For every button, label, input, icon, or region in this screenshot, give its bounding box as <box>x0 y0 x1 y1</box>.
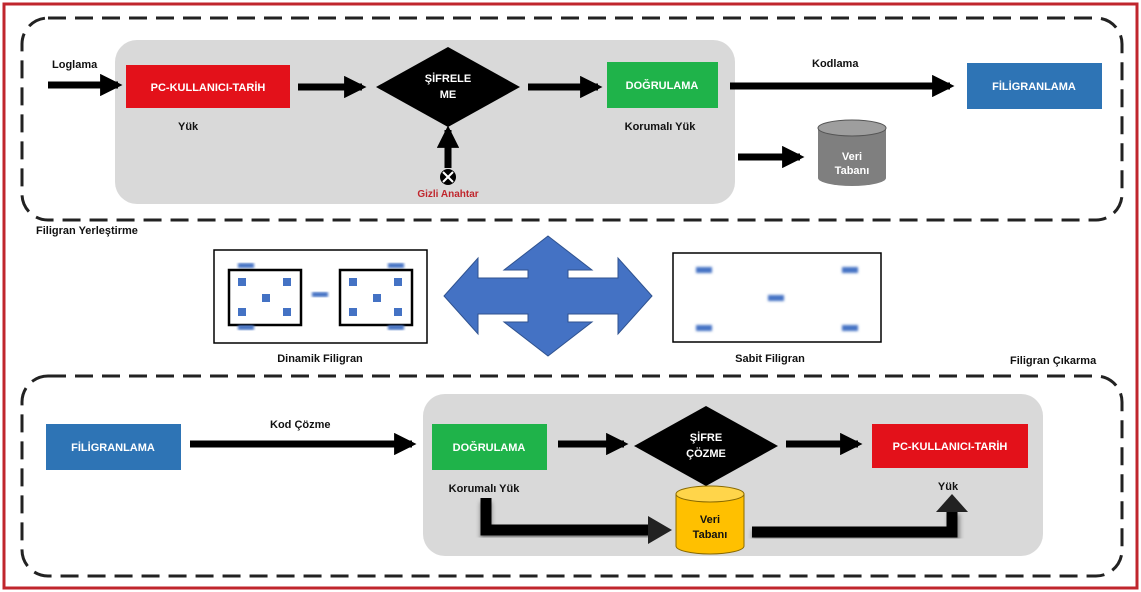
static-marks <box>696 267 858 331</box>
protected-caption: Korumalı Yük <box>625 121 697 133</box>
db-yellow-label-1: Veri <box>700 514 720 526</box>
arrow-verify-to-db <box>480 498 672 544</box>
payload-caption: Yük <box>178 121 199 133</box>
extract-dashed-region <box>20 374 1124 578</box>
verify-box <box>607 62 718 108</box>
bidirectional-cross-arrow <box>443 235 653 357</box>
database-gray-icon <box>817 119 887 186</box>
extract-section-label: Filigran Çıkarma <box>1010 355 1097 367</box>
encrypt-label-1: ŞİFRELE <box>425 72 471 85</box>
dynamic-marks <box>238 263 404 330</box>
database-yellow-icon <box>675 485 745 555</box>
watermarking-box <box>967 63 1102 109</box>
decode-label: Kod Çözme <box>270 419 331 431</box>
dynamic-watermark-label: Dinamik Filigran <box>277 353 363 365</box>
extract-watermarking-box <box>46 424 181 470</box>
extract-protected-caption: Korumalı Yük <box>449 483 521 495</box>
extract-payload-label: PC-KULLANICI-TARİH <box>893 440 1008 453</box>
extract-payload-caption: Yük <box>938 481 959 493</box>
decrypt-diamond <box>634 406 778 486</box>
loglama-label: Loglama <box>52 59 98 71</box>
payload-box-label: PC-KULLANICI-TARİH <box>151 81 266 94</box>
verify-box-label: DOĞRULAMA <box>626 79 699 92</box>
decrypt-label-2: ÇÖZME <box>686 447 726 460</box>
key-label: Gizli Anahtar <box>417 189 478 200</box>
db-gray-label-1: Veri <box>842 151 862 163</box>
arrow-db-to-payload <box>752 494 968 542</box>
extract-payload-box <box>872 424 1028 468</box>
decrypt-label-1: ŞİFRE <box>690 431 722 444</box>
payload-box <box>126 65 290 108</box>
encrypt-label-2: ME <box>440 89 457 101</box>
extract-watermarking-label: FİLİGRANLAMA <box>71 441 155 454</box>
db-yellow-label-2: Tabanı <box>693 529 728 541</box>
static-watermark-label: Sabit Filigran <box>735 353 805 365</box>
kodlama-label: Kodlama <box>812 58 859 70</box>
extract-verify-label: DOĞRULAMA <box>453 441 526 454</box>
watermarking-box-label: FİLİGRANLAMA <box>992 80 1076 93</box>
encrypt-diamond <box>376 47 520 127</box>
extract-verify-box <box>432 424 547 470</box>
embed-dashed-region <box>20 16 1124 222</box>
db-gray-label-2: Tabanı <box>835 165 870 177</box>
embed-section-label: Filigran Yerleştirme <box>36 225 138 237</box>
